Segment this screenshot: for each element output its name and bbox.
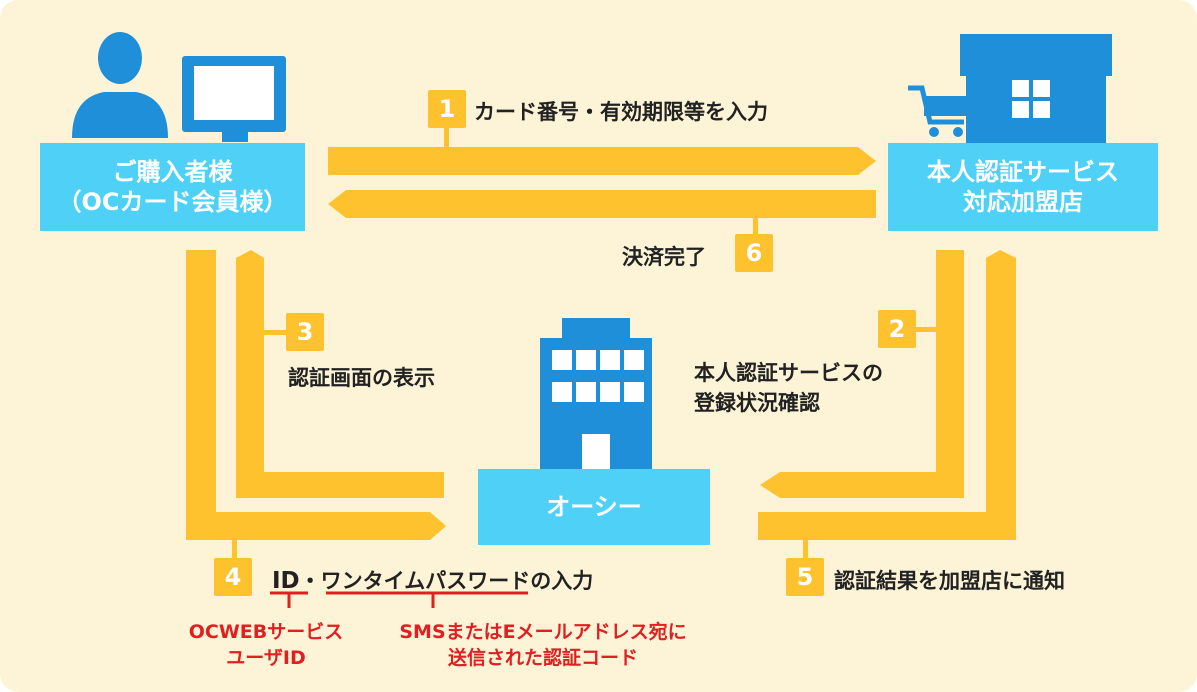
step-6-badge: 6 <box>735 234 773 272</box>
step-4-label: ID・ワンタイムパスワードの入力 <box>272 565 593 595</box>
arrow-step-3 <box>236 250 444 498</box>
buyer-line2: （OCカード会員様） <box>57 188 288 216</box>
arrow-step-1 <box>328 147 876 175</box>
merchant-node: 本人認証サービス 対応加盟店 <box>888 143 1158 231</box>
step-4-label-rest: ・ワンタイムパスワードの入力 <box>299 569 594 593</box>
company-label: オーシー <box>546 493 642 521</box>
company-node: オーシー <box>478 469 710 545</box>
step-2-label-line2: 登録状況確認 <box>694 391 820 416</box>
arrow-step-4 <box>186 250 446 540</box>
arrow-step-6 <box>328 190 876 218</box>
monitor-icon <box>182 56 286 142</box>
password-note: SMSまたはEメールアドレス宛に 送信された認証コード <box>378 620 708 671</box>
step-3-label: 認証画面の表示 <box>288 366 435 390</box>
red-underline-markers <box>270 591 528 608</box>
step-2-badge: 2 <box>878 310 916 348</box>
step-5-label: 認証結果を加盟店に通知 <box>834 569 1065 593</box>
arrow-step-2 <box>760 250 964 498</box>
shopping-cart-icon <box>908 85 966 137</box>
step-5-badge: 5 <box>786 558 824 596</box>
merchant-line2: 対応加盟店 <box>963 188 1083 216</box>
store-icon <box>960 34 1112 146</box>
arrow-step-5 <box>758 250 1016 540</box>
step-3-badge: 3 <box>286 313 324 351</box>
id-note-line2: ユーザID <box>226 646 306 669</box>
buyer-line1: ご購入者様 <box>112 158 233 186</box>
password-note-line2: 送信された認証コード <box>447 646 638 669</box>
person-icon <box>72 32 168 138</box>
step-6-label: 決済完了 <box>622 245 706 269</box>
office-building-icon <box>540 318 652 472</box>
step-4-badge: 4 <box>214 558 252 596</box>
id-note-line1: OCWEBサービス <box>188 621 344 643</box>
step-1-badge: 1 <box>428 90 466 128</box>
id-note: OCWEBサービス ユーザID <box>156 620 376 671</box>
step-1-label: カード番号・有効期限等を入力 <box>474 100 768 124</box>
step-2-label: 本人認証サービスの 登録状況確認 <box>694 358 883 419</box>
step-2-label-line1: 本人認証サービスの <box>694 361 883 385</box>
buyer-node: ご購入者様 （OCカード会員様） <box>40 143 305 231</box>
password-note-line1: SMSまたはEメールアドレス宛に <box>399 621 687 643</box>
step-4-label-id: ID <box>272 568 300 594</box>
merchant-line1: 本人認証サービス <box>927 158 1119 186</box>
